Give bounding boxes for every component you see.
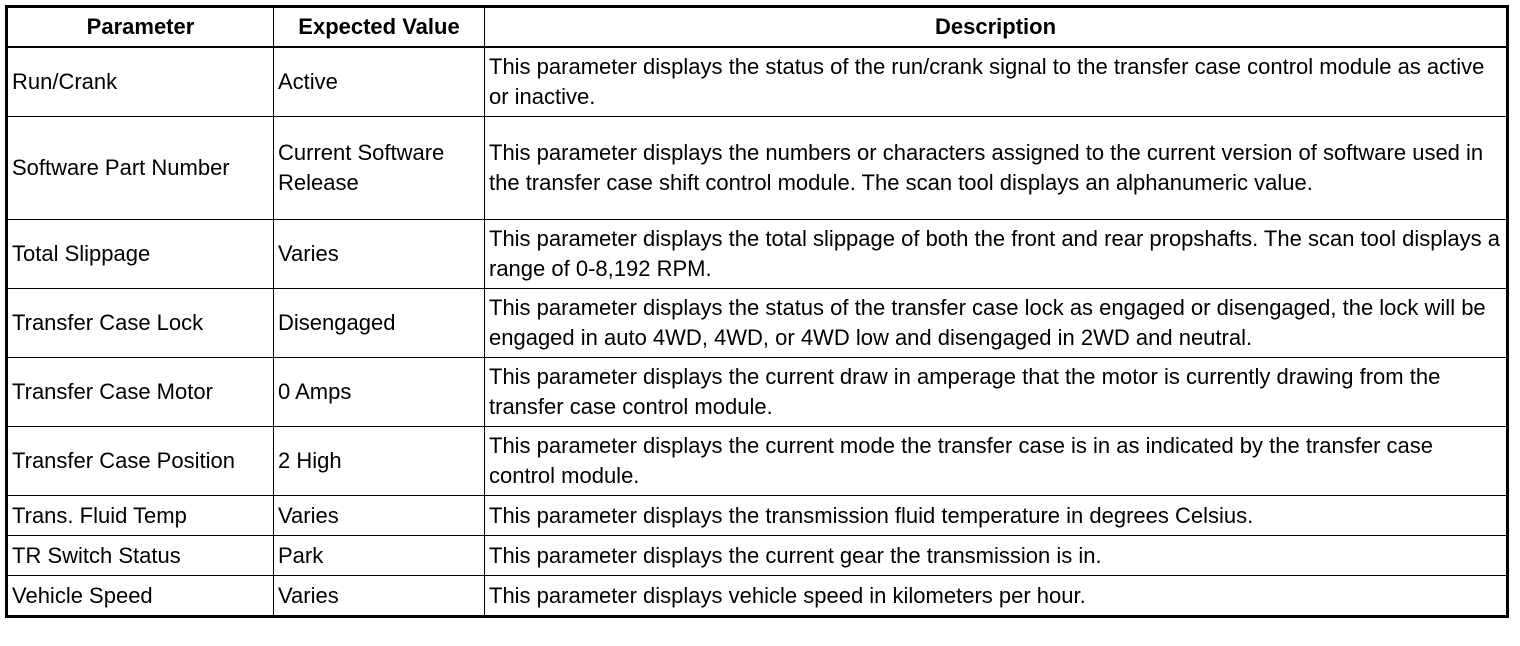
cell-parameter: TR Switch Status (6, 535, 274, 576)
cell-expected-value: Active (273, 46, 485, 117)
table-row: Software Part Number Current Software Re… (6, 116, 1508, 220)
table-row: Transfer Case Position 2 High This param… (6, 426, 1508, 496)
table-row: Trans. Fluid Temp Varies This parameter … (6, 495, 1508, 536)
cell-parameter: Transfer Case Position (6, 426, 274, 496)
cell-expected-value: Varies (273, 219, 485, 289)
header-expected-value: Expected Value (273, 6, 485, 48)
cell-description: This parameter displays the status of th… (484, 288, 1508, 358)
cell-parameter: Transfer Case Motor (6, 357, 274, 427)
cell-expected-value: 2 High (273, 426, 485, 496)
cell-parameter: Run/Crank (6, 46, 274, 117)
cell-description: This parameter displays the current mode… (484, 426, 1508, 496)
cell-expected-value: Park (273, 535, 485, 576)
table-row: Total Slippage Varies This parameter dis… (6, 219, 1508, 289)
table-row: Vehicle Speed Varies This parameter disp… (6, 575, 1508, 617)
cell-expected-value: Varies (273, 495, 485, 536)
cell-description: This parameter displays the numbers or c… (484, 116, 1508, 220)
cell-parameter: Vehicle Speed (6, 575, 274, 617)
cell-description: This parameter displays vehicle speed in… (484, 575, 1508, 617)
cell-expected-value: Disengaged (273, 288, 485, 358)
table-body: Run/Crank Active This parameter displays… (6, 46, 1508, 617)
cell-description: This parameter displays the total slippa… (484, 219, 1508, 289)
header-description: Description (484, 6, 1508, 48)
table-row: Transfer Case Motor 0 Amps This paramete… (6, 357, 1508, 427)
header-row: Parameter Expected Value Description (6, 6, 1508, 48)
cell-expected-value: Current Software Release (273, 116, 485, 220)
cell-parameter: Transfer Case Lock (6, 288, 274, 358)
parameter-table-container: Parameter Expected Value Description Run… (5, 5, 1509, 618)
table-header: Parameter Expected Value Description (6, 6, 1508, 48)
cell-parameter: Total Slippage (6, 219, 274, 289)
cell-description: This parameter displays the current draw… (484, 357, 1508, 427)
cell-parameter: Software Part Number (6, 116, 274, 220)
cell-expected-value: Varies (273, 575, 485, 617)
cell-description: This parameter displays the transmission… (484, 495, 1508, 536)
cell-parameter: Trans. Fluid Temp (6, 495, 274, 536)
cell-expected-value: 0 Amps (273, 357, 485, 427)
table-row: TR Switch Status Park This parameter dis… (6, 535, 1508, 576)
cell-description: This parameter displays the status of th… (484, 46, 1508, 117)
table-row: Run/Crank Active This parameter displays… (6, 46, 1508, 117)
table-row: Transfer Case Lock Disengaged This param… (6, 288, 1508, 358)
cell-description: This parameter displays the current gear… (484, 535, 1508, 576)
parameter-table: Parameter Expected Value Description Run… (5, 5, 1509, 618)
header-parameter: Parameter (6, 6, 274, 48)
